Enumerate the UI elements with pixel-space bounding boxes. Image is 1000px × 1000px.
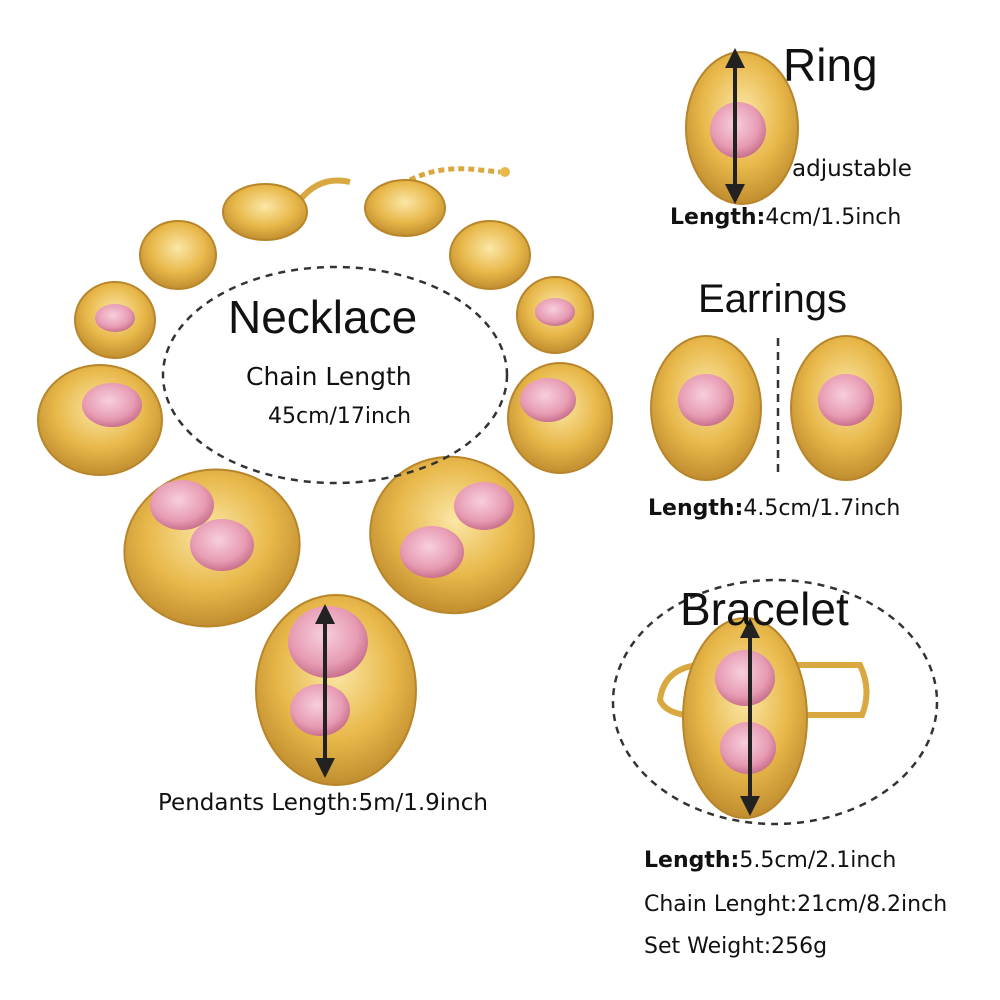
necklace-label-outline [161, 265, 509, 485]
earrings-image [650, 335, 902, 481]
ring-title: Ring [783, 39, 878, 91]
earrings-length-value: 4.5cm/1.7inch [743, 496, 901, 521]
bracelet-title: Bracelet [680, 583, 849, 635]
bracelet-label-outline [611, 578, 939, 826]
necklace-chain-value: 45cm/17inch [268, 404, 412, 429]
necklace-image [37, 166, 613, 786]
bracelet-length-label: Length: [644, 848, 740, 873]
set-weight: Set Weight:256g [644, 934, 828, 959]
earrings-length-label: Length: [648, 496, 744, 521]
ring-length-value: 4cm/1.5inch [765, 205, 902, 230]
bracelet-length: Length:5.5cm/2.1inch [644, 848, 896, 873]
pendant-length-label: Pendants Length:5m/1.9inch [158, 790, 488, 816]
bracelet-chain-length: Chain Lenght:21cm/8.2inch [644, 892, 948, 917]
ring-adjustable-note: adjustable [792, 156, 912, 182]
bracelet-image [656, 617, 870, 819]
necklace-title: Necklace [228, 291, 418, 343]
ring-image [685, 48, 799, 205]
bracelet-length-value: 5.5cm/2.1inch [739, 848, 897, 873]
earrings-title: Earrings [698, 277, 847, 321]
earrings-length: Length:4.5cm/1.7inch [648, 496, 900, 521]
ring-length: Length:4cm/1.5inch [670, 205, 901, 230]
necklace-chain-label: Chain Length [246, 362, 412, 391]
ring-length-label: Length: [670, 205, 766, 230]
